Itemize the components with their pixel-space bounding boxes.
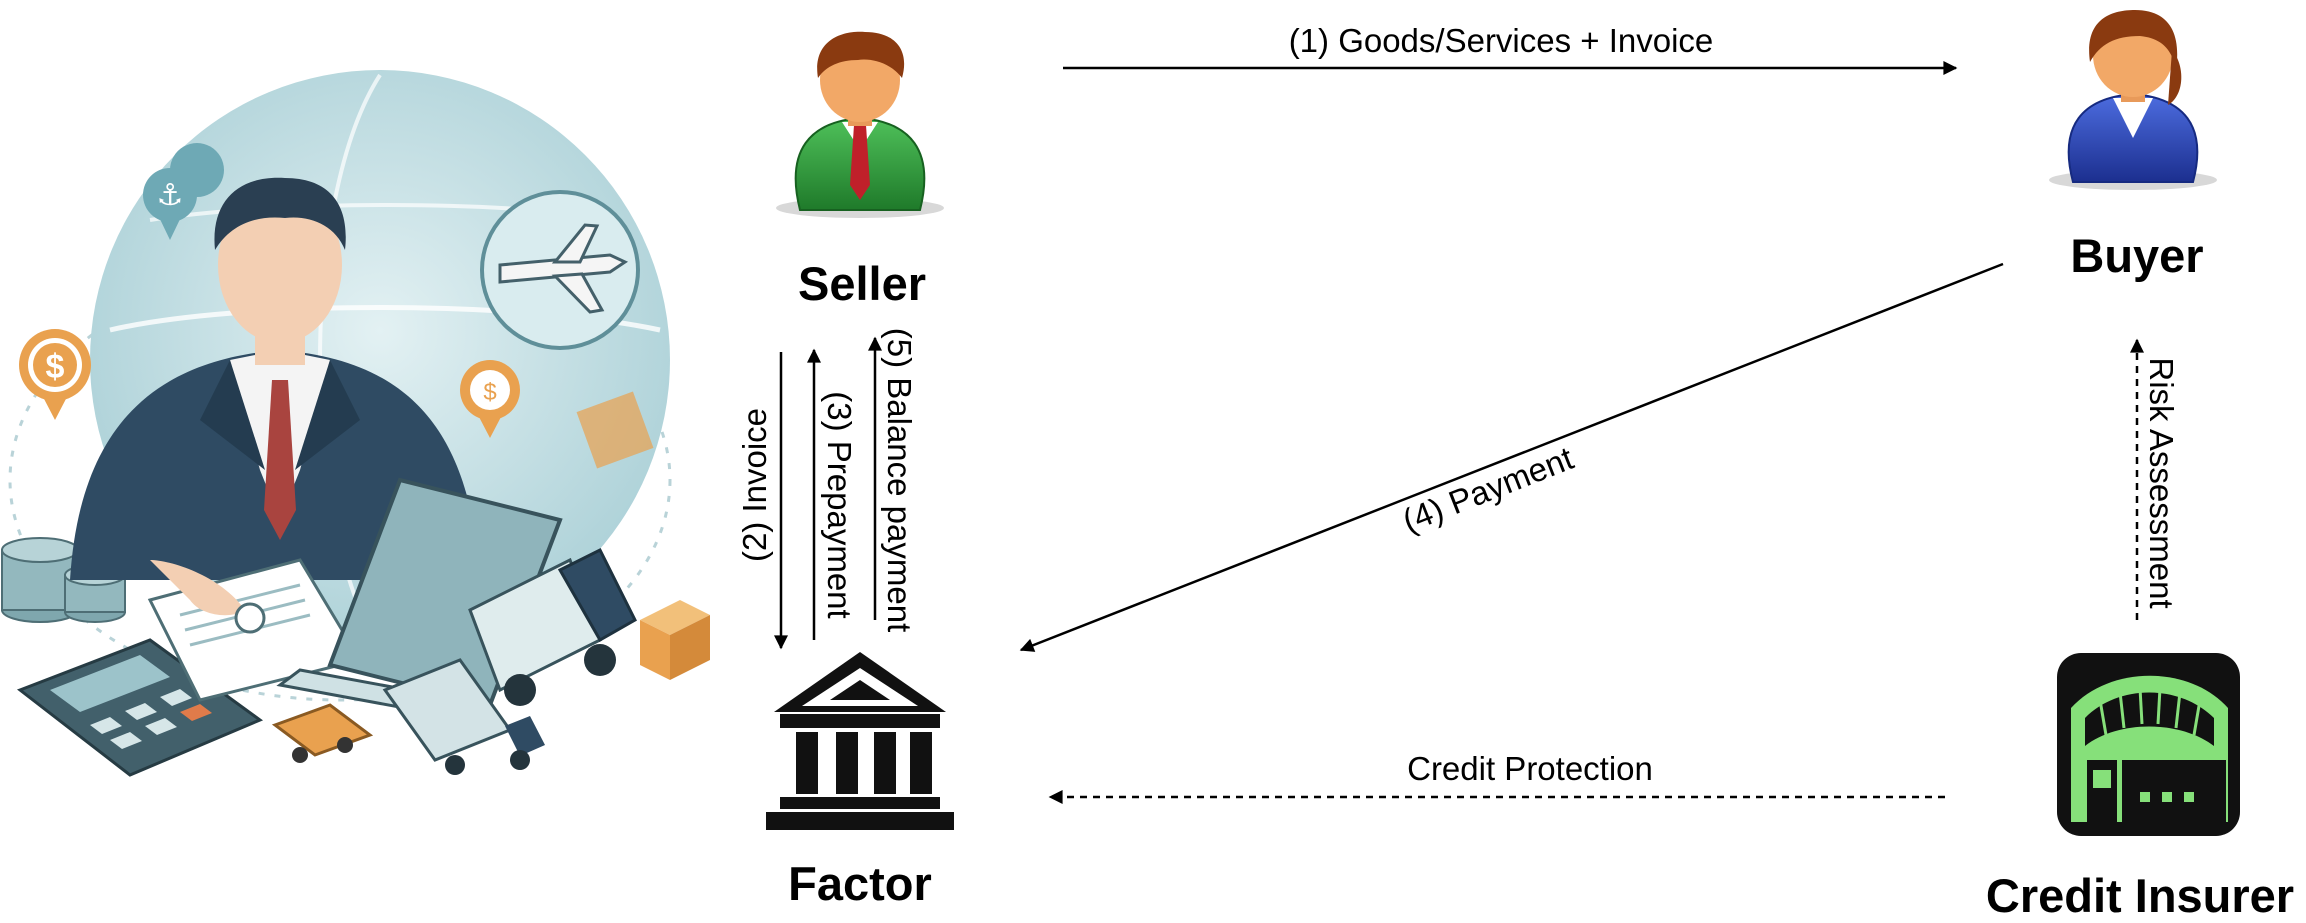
businessman-illustration-icon: ⚓ $ $ — [1, 70, 710, 777]
lorry-icon — [382, 658, 545, 775]
buyer-label: Buyer — [2070, 229, 2203, 282]
goods-invoice-label: (1) Goods/Services + Invoice — [1289, 22, 1714, 59]
car-icon — [271, 703, 374, 763]
risk-assessment-label: Risk Assessment — [2143, 357, 2180, 608]
svg-text:$: $ — [46, 348, 65, 386]
credit-insurer-icon — [2057, 653, 2240, 836]
businessman-figure — [70, 177, 480, 702]
factor-label: Factor — [788, 857, 932, 910]
credit-insurer-label: Credit Insurer — [1986, 869, 2294, 922]
prepayment-label: (3) Prepayment — [821, 391, 858, 618]
truck-icon — [468, 547, 637, 706]
seller-label: Seller — [798, 257, 926, 310]
payment-arrow — [1019, 262, 2004, 652]
calculator-icon — [16, 638, 264, 777]
airplane-icon — [480, 190, 640, 350]
dollar-pin-icon: $ — [19, 329, 91, 420]
credit-protection-label: Credit Protection — [1407, 750, 1653, 787]
buyer-person-icon — [2049, 10, 2217, 190]
anchor-pin-icon: ⚓ — [143, 143, 224, 240]
balance-payment-label: (5) Balance payment — [881, 328, 918, 633]
svg-text:$: $ — [483, 379, 496, 406]
svg-text:⚓: ⚓ — [157, 179, 184, 212]
bank-building-icon — [766, 652, 954, 830]
coin-pin-icon: $ — [460, 360, 520, 438]
package-box-icon — [640, 600, 710, 680]
payment-label: (4) Payment — [1397, 439, 1578, 539]
seller-person-icon — [776, 31, 944, 218]
invoice-label: (2) Invoice — [736, 408, 773, 562]
